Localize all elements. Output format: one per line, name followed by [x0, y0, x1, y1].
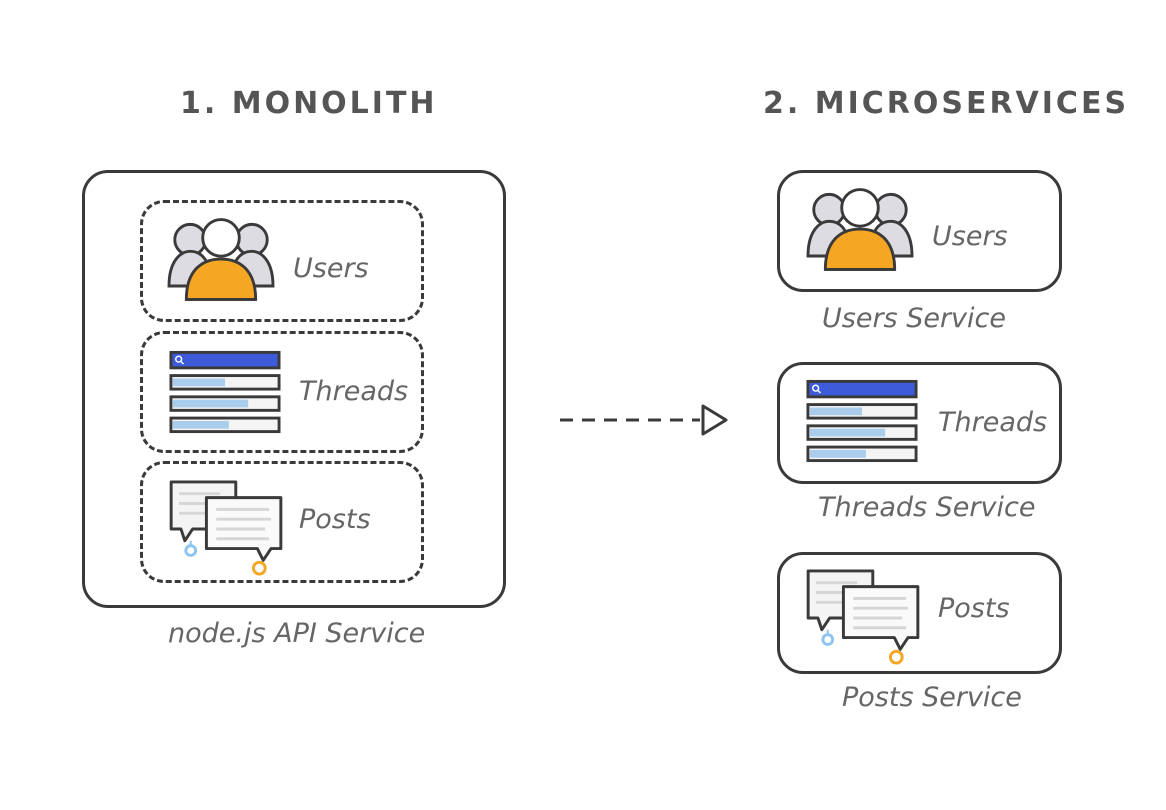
chat-bubbles-icon	[806, 569, 920, 665]
microservice-label: Threads	[938, 407, 1048, 438]
users-group-icon	[167, 218, 275, 301]
monolith-heading: 1. MONOLITH	[180, 86, 438, 121]
monolith-module-posts: Posts	[140, 461, 424, 583]
monolith-module-threads: Threads	[140, 331, 424, 453]
monolith-module-label: Posts	[299, 504, 371, 535]
transition-arrow-icon	[560, 404, 728, 436]
microservice-users: Users	[777, 170, 1062, 292]
chat-bubbles-icon	[169, 480, 283, 576]
microservice-label: Posts	[938, 593, 1010, 624]
monolith-module-label: Users	[293, 253, 369, 284]
thread-list-icon	[169, 350, 281, 434]
microservice-threads: Threads	[777, 362, 1062, 484]
microservices-heading: 2. MICROSERVICES	[763, 86, 1130, 121]
monolith-container: Users Threads Posts	[82, 170, 506, 608]
microservice-label: Users	[932, 221, 1008, 252]
microservice-caption: Posts Service	[842, 682, 1022, 713]
users-group-icon	[806, 188, 914, 271]
monolith-module-label: Threads	[299, 376, 409, 407]
microservice-caption: Users Service	[822, 303, 1006, 334]
microservice-posts: Posts	[777, 552, 1062, 674]
thread-list-icon	[806, 379, 918, 463]
monolith-caption: node.js API Service	[168, 618, 426, 649]
monolith-module-users: Users	[140, 200, 424, 322]
microservice-caption: Threads Service	[818, 492, 1036, 523]
